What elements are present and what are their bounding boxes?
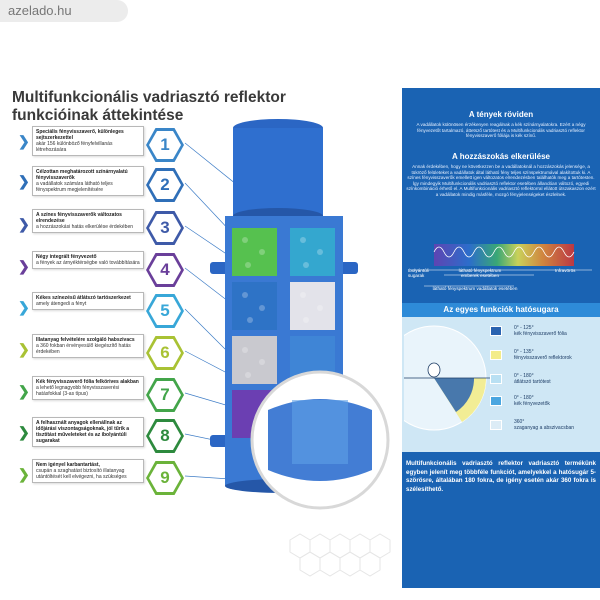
feature-heading: A felhasznált anyagok ellenállnak az idő…: [36, 420, 130, 444]
tower-top-cap: [233, 128, 323, 216]
legend-desc: szaganyag a abszivacsban: [514, 425, 575, 431]
title-line-1: Multifunkcionális vadriasztó reflektor: [12, 89, 286, 106]
legend-item: 0° - 135°fényvisszaverő reflektorok: [490, 349, 600, 361]
feature-box: Illatanyag felvételére szolgáló habsziva…: [32, 334, 144, 358]
feature-description: csupán a szaghatást biztosító illatanyag…: [36, 468, 127, 480]
hex-grid-decor: [289, 533, 391, 577]
legend-item: 0° - 125°kék fényvisszaverő fólia: [490, 325, 600, 337]
feature-heading: Kék fényvisszaverő fólia felkörives alak…: [36, 379, 139, 385]
feature-box: Célzottan meghatározott színárnyalatú fé…: [32, 166, 144, 196]
legend-angle: 0° - 180°: [514, 395, 534, 401]
feature-heading: Kékes színezésű átlátszó tartószerkezet: [36, 295, 131, 301]
page-title: Multifunkcionális vadriasztó reflektor f…: [12, 89, 342, 125]
legend-angle: 0° - 135°: [514, 349, 534, 355]
spectrum-diagram: [410, 244, 592, 287]
chevron-right-icon: ❯: [18, 173, 30, 189]
legend-swatch: [490, 350, 502, 360]
feature-box: Kék fényvisszaverő fólia felkörives alak…: [32, 376, 144, 400]
panel-blue: [232, 282, 277, 330]
label-visible-animal: látható fényspektrum vadállatok esetében: [432, 286, 518, 291]
chevron-right-icon: ❯: [18, 424, 30, 440]
feature-heading: Illatanyag felvételére szolgáló habsziva…: [36, 337, 135, 343]
feature-heading: Speciális fényvisszaverő, különleges sej…: [36, 129, 124, 141]
feature-heading: A színes fényvisszaverők változatos elre…: [36, 212, 122, 224]
feature-description: a fények az árnyéktérségbe való továbbít…: [36, 260, 140, 266]
legend-swatch: [490, 374, 502, 384]
chevron-right-icon: ❯: [18, 466, 30, 482]
legend-item: 0° - 180°kék fényvezetők: [490, 395, 600, 407]
chevron-right-icon: ❯: [18, 216, 30, 232]
feature-description: a hozzászokási hatás elkerülése érdekébe…: [36, 224, 134, 230]
feature-description: a vadállatok számára látható teljes fény…: [36, 181, 113, 193]
chevron-right-icon: ❯: [18, 258, 30, 274]
wave-line: [433, 246, 575, 258]
title-line-2: funkcióinak áttekintése: [12, 107, 184, 124]
feature-description: akár 156 különböző fényfelvillanás létre…: [36, 141, 113, 153]
legend-swatch: [490, 396, 502, 406]
legend-swatch: [490, 326, 502, 336]
feature-description: amely átengedi a fényt: [36, 301, 87, 307]
label-uv: Ibolyántúli sugarak: [408, 268, 429, 278]
panel-white: [290, 282, 335, 330]
feature-heading: Négy integrált fényvezető: [36, 254, 97, 260]
label-visible-human: látható fényspektrum emberek esetében: [458, 268, 502, 278]
feature-description: a lehető legnagyobb fényvisszaverési hat…: [36, 385, 120, 397]
range-diagram: [404, 325, 490, 431]
feature-description: a 360 fokban érvényesülő kiegészítő hatá…: [36, 343, 131, 355]
habit-text: Annak érdekében, hogy ne következzen be …: [406, 164, 596, 197]
habit-title: A hozzászokás elkerülése: [452, 152, 550, 161]
feature-box: A felhasznált anyagok ellenállnak az idő…: [32, 417, 144, 447]
chevron-right-icon: ❯: [18, 383, 30, 399]
tower-flange-left: [210, 262, 228, 274]
feature-heading: Célzottan meghatározott színárnyalatú fé…: [36, 169, 128, 181]
legend-item: 0° - 180°átlátszó tartótest: [490, 373, 600, 385]
legend-angle: 360°: [514, 419, 525, 425]
feature-heading: Nem igényel karbantartást,: [36, 462, 100, 468]
facts-title: A tények röviden: [468, 110, 534, 119]
functions-title: Az egyes funkciók hatósugara: [402, 303, 600, 317]
legend-swatch: [490, 420, 502, 430]
feature-box: Nem igényel karbantartást,csupán a szagh…: [32, 459, 144, 483]
legend-desc: kék fényvezetők: [514, 401, 550, 407]
label-infra: Infravörös: [555, 268, 576, 273]
legend-angle: 0° - 125°: [514, 325, 534, 331]
chevron-right-icon: ❯: [18, 133, 30, 149]
feature-box: A színes fényvisszaverők változatos elre…: [32, 209, 144, 233]
panel-silver: [232, 336, 277, 384]
legend-angle: 0° - 180°: [514, 373, 534, 379]
spectrum-bar: [434, 244, 574, 266]
legend-desc: átlátszó tartótest: [514, 379, 551, 385]
legend-item: 360°szaganyag a abszivacsban: [490, 419, 600, 431]
chevron-right-icon: ❯: [18, 341, 30, 357]
facts-text: A vadállatok különösen érzékenyen reagál…: [416, 122, 586, 139]
tower-flange-right: [340, 262, 358, 274]
chevron-right-icon: ❯: [18, 299, 30, 315]
legend-desc: fényvisszaverő reflektorok: [514, 355, 572, 361]
legend-desc: kék fényvisszaverő fólia: [514, 331, 567, 337]
summary-text: Multifunkcionális vadriasztó reflektor v…: [406, 460, 596, 493]
feature-box: Speciális fényvisszaverő, különleges sej…: [32, 126, 144, 156]
panel-green: [232, 228, 277, 276]
panel-cyan: [290, 228, 335, 276]
watermark: azelado.hu: [0, 0, 128, 22]
